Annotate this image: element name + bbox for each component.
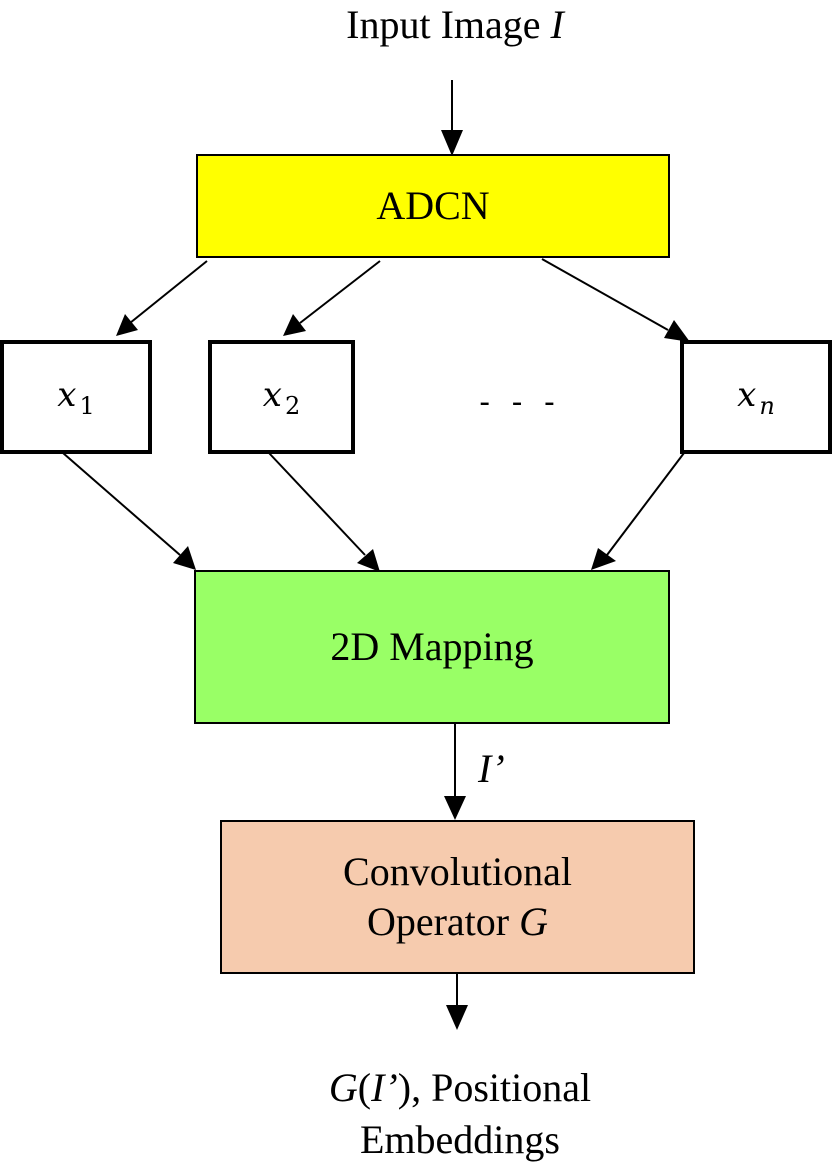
arrowhead-xn-to-mapping (591, 548, 616, 570)
output-open: ( (357, 1065, 372, 1110)
x1-sub: 1 (79, 391, 95, 420)
conv-line2: Operator G (367, 897, 548, 947)
conv-line1: Convolutional (343, 849, 572, 894)
output-line2: Embeddings (360, 1117, 560, 1162)
arrowhead-x2-to-mapping (357, 549, 380, 572)
arrow-adcn-to-xn (541, 258, 669, 331)
conv-node: Convolutional Operator G (220, 820, 695, 974)
x2-sub: 2 (284, 391, 301, 420)
mapping-node: 2D Mapping (194, 570, 670, 724)
adcn-label: ADCN (376, 183, 490, 228)
output-label: G(I’), Positional Embeddings (240, 1062, 680, 1166)
output-arg: I’ (371, 1065, 398, 1110)
x1-var: x (57, 374, 77, 415)
arrowhead-adcn-to-xn (664, 320, 690, 342)
mapping-label: 2D Mapping (330, 624, 534, 669)
conv-line2-text: Operator (366, 899, 520, 944)
arrowhead-x1-to-mapping (173, 546, 196, 570)
arrowhead-adcn-to-x2 (283, 314, 306, 336)
input-image-var: I (550, 2, 564, 47)
arrow-adcn-to-x2 (299, 260, 381, 324)
output-close: ), Positional (397, 1065, 592, 1110)
xn-var: x (737, 374, 757, 415)
arrowhead-adcn-to-x1 (116, 314, 138, 336)
output-func: G (328, 1065, 358, 1110)
x2-var: x (262, 374, 282, 415)
arrow-x2-to-mapping (268, 452, 366, 556)
xn-sub: n (759, 391, 775, 420)
arrowhead-conv-to-output (446, 1005, 468, 1030)
edge-label-i-prime: I’ (478, 746, 505, 791)
conv-line2-var: G (519, 899, 549, 944)
arrow-xn-to-mapping (606, 452, 685, 556)
arrow-adcn-to-x1 (129, 260, 208, 324)
ellipsis-label: - - - (479, 385, 561, 420)
input-image-label: Input Image I (300, 0, 610, 50)
adcn-node: ADCN (196, 154, 670, 258)
input-image-text: Input Image (346, 2, 551, 47)
arrow-x1-to-mapping (62, 452, 181, 556)
arrowhead-mapping-to-conv (444, 796, 466, 820)
arrowhead-input-to-adcn (441, 130, 463, 156)
output-line1: G(I’), Positional (240, 1062, 680, 1114)
